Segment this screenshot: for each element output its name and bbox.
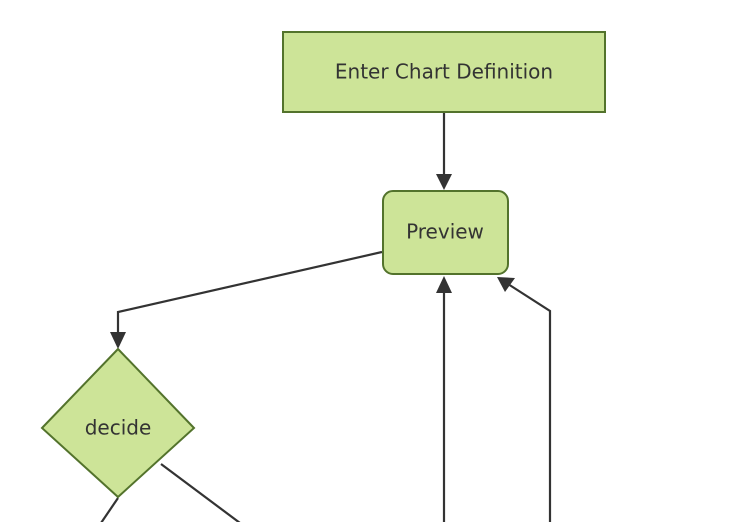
arrowhead-down-icon [436,174,452,190]
edge-decide-to-bottom-left[interactable] [100,497,119,522]
edge-decide-to-bottom-left-line [100,497,119,522]
node-decide[interactable]: decide [40,347,196,499]
edge-layer [100,113,552,522]
edge-bottom-right-to-preview-line [507,283,552,522]
edge-bottom-right-to-preview[interactable] [497,277,552,522]
edge-preview-to-decide[interactable] [110,250,383,349]
edge-decide-to-bottom-right-line [160,463,241,522]
node-enter-chart-definition-shape [282,31,606,113]
edge-preview-to-decide-line [116,250,383,340]
edge-bottom-to-preview[interactable] [436,276,452,522]
node-enter-chart-definition-label: Enter Chart Definition [335,60,553,84]
edge-enter-to-preview[interactable] [436,113,452,190]
node-decide-label: decide [85,416,152,440]
node-preview-label: Preview [406,220,484,244]
node-enter-chart-definition[interactable]: Enter Chart Definition [282,31,606,113]
node-preview[interactable]: Preview [382,190,509,275]
node-preview-shape [382,190,509,275]
arrowhead-down-icon [110,332,126,349]
node-layer: Enter Chart Definition Preview decide [40,31,606,499]
node-decide-shape [40,347,196,499]
edge-decide-to-bottom-right[interactable] [160,463,241,522]
arrowhead-up-icon [436,276,452,293]
arrowhead-up-left-icon [497,277,515,292]
